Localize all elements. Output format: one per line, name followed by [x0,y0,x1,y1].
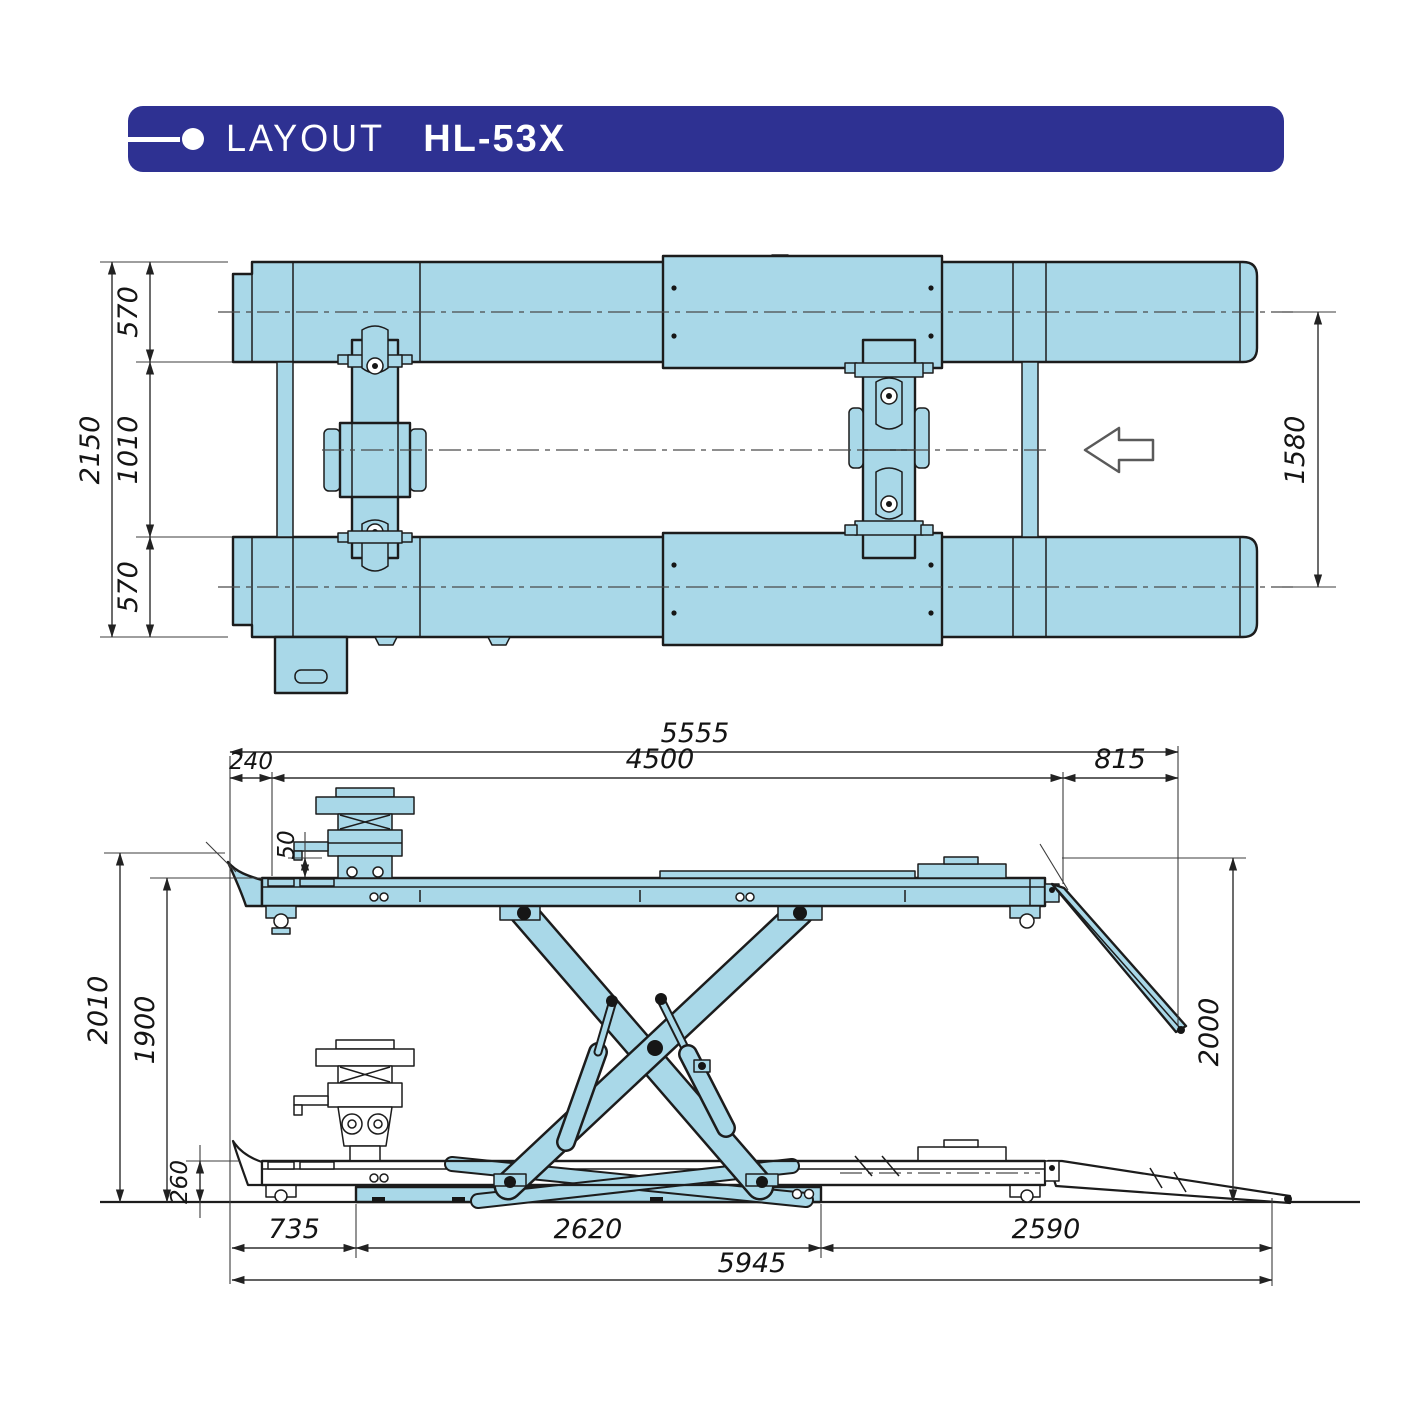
header-banner: LAYOUT HL-53X [128,106,1284,172]
dim-overall-width-label: 2150 [75,416,106,485]
tie-bar-left [276,361,294,538]
dim-ramp-length-label: 2590 [1012,1214,1081,1245]
dim-platform-length-label: 4500 [626,744,695,775]
dim-inner-track-label: 1010 [113,416,144,485]
top-view: 2150 570 1010 570 1580 [75,254,1336,695]
dim-rear-overhang-label: 240 [229,749,273,775]
dim-clearance-height-label: 2000 [1194,998,1225,1067]
dim-lowered-height-label: 260 [167,1160,193,1204]
dim-platform-width-top-label: 570 [113,286,144,338]
scissor-legs-lowered [262,1156,1045,1209]
model-name: HL-53X [423,117,567,160]
ramp-raised [1044,882,1188,1034]
dim-base-length-label: 2620 [554,1214,623,1245]
crossbeam-left-hub [338,421,412,499]
drive-in-arrow-icon [1083,426,1155,474]
dim-platform-width-bottom-label: 570 [113,561,144,613]
banner-bullet-icon [128,128,204,150]
side-view-dimensions: 5555 4500 240 815 50 2010 1900 260 [83,718,1273,1286]
dim-centre-distance-label: 1580 [1280,416,1311,485]
hydraulic-cylinder-left [556,999,617,1152]
dim-total-length-top-label: 5555 [661,718,730,749]
crossbeam-left [323,325,427,572]
crossbeam-right [844,338,934,560]
dim-overall-height-label: 2010 [83,976,114,1045]
scissor-mechanism [493,897,823,1201]
control-box [273,635,349,695]
platform-raised [226,787,1188,1034]
wheel-stop-lowered [917,1146,1007,1162]
side-view: 5555 4500 240 815 50 2010 1900 260 [83,718,1360,1286]
ramp-lowered [1044,1159,1292,1205]
platform-lowered [231,1039,1292,1205]
dim-base-offset-label: 735 [268,1214,320,1245]
dim-deck-lip-label: 50 [274,830,300,859]
dim-raised-height-label: 1900 [130,996,161,1065]
jacking-beam-lowered [293,1039,415,1162]
approach-flap-lowered [231,1139,264,1187]
dim-overall-length-bottom-label: 5945 [718,1248,787,1279]
jacking-beam-raised [293,787,415,879]
center-pivot [647,1040,663,1056]
section-title: LAYOUT [226,117,385,160]
wheel-stop-raised [917,863,1007,879]
top-view-dimensions: 2150 570 1010 570 1580 [75,261,1336,638]
hydraulic-cylinder-right [657,997,736,1138]
dim-ramp-drop-label: 815 [1094,744,1146,775]
